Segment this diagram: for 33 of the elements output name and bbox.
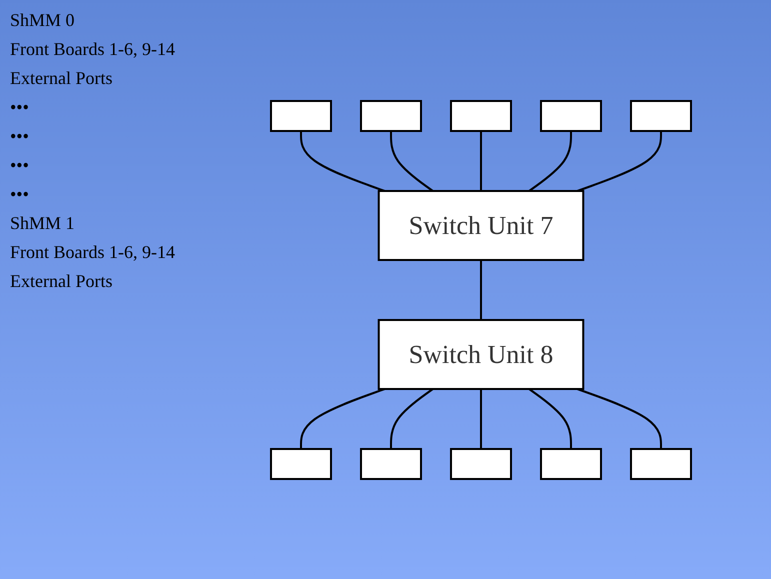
node-box <box>270 448 332 480</box>
note-label: ShMM 1 <box>10 213 76 234</box>
connector <box>576 130 662 192</box>
node-box: Switch Unit 7 <box>377 190 584 260</box>
connector <box>480 388 482 448</box>
connector <box>390 388 433 448</box>
node-box <box>450 100 512 132</box>
node-box <box>630 100 692 132</box>
connector <box>300 388 385 448</box>
connector <box>528 130 572 192</box>
note-label: Front Boards 1-6, 9-14 <box>10 39 176 60</box>
connector <box>390 130 433 192</box>
note-label: External Ports <box>10 68 114 89</box>
note-label: ••• <box>10 184 30 205</box>
note-label: ••• <box>10 126 30 147</box>
node-box <box>270 100 332 132</box>
node-box <box>540 448 602 480</box>
node-box <box>450 448 512 480</box>
connector <box>300 130 385 192</box>
node-box <box>630 448 692 480</box>
connector <box>480 260 482 320</box>
connector <box>480 130 482 190</box>
node-box <box>540 100 602 132</box>
note-label: ••• <box>10 155 30 176</box>
node-box: Switch Unit 8 <box>377 318 584 390</box>
note-label: Front Boards 1-6, 9-14 <box>10 242 176 263</box>
note-label: ShMM 0 <box>10 10 76 31</box>
note-label: ••• <box>10 97 30 118</box>
note-label: External Ports <box>10 271 114 292</box>
connector <box>528 388 572 448</box>
connector <box>576 388 662 448</box>
node-box <box>360 448 422 480</box>
node-box <box>360 100 422 132</box>
